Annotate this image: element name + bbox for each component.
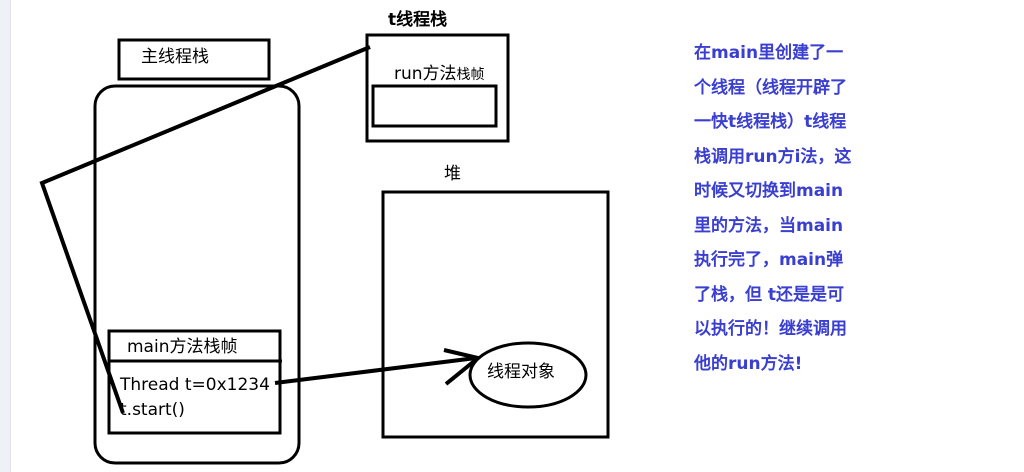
left-edge-strip (0, 0, 11, 472)
note-line: 里的方法，当main (694, 215, 844, 236)
main-frame-label: main方法栈帧 (127, 337, 238, 357)
code-line-thread: Thread t=0x1234 (120, 375, 270, 395)
thread-object-ellipse (468, 341, 588, 409)
note-line: 了栈，但 t还是是可 (694, 284, 845, 305)
t-thread-stack (365, 33, 510, 143)
note-line: 他的run方法! (694, 353, 803, 374)
heap-box (381, 190, 610, 439)
heap-label: 堆 (444, 164, 461, 184)
t-stack-title: t线程栈 (388, 10, 448, 30)
note-line: 时候又切换到main (694, 181, 844, 201)
reference-arrow (274, 356, 477, 385)
explanation-note: 在main里创建了一 个线程（线程开辟了 一快t线程栈）t线程 栈调用run方i… (694, 36, 874, 381)
reference-arrow-head (443, 348, 483, 386)
start-to-t-stack-line (39, 45, 371, 414)
note-line: 一快t线程栈）t线程 (694, 112, 847, 132)
note-line: 以执行的！继续调用 (694, 319, 847, 339)
note-line: 在main里创建了一 (694, 43, 844, 63)
thread-object-label: 线程对象 (487, 362, 555, 382)
run-method-frame (371, 84, 498, 128)
main-thread-stack (93, 84, 301, 465)
main-stack-label-box (117, 38, 271, 81)
run-frame-label: run方法栈帧 (394, 66, 485, 83)
main-stack-label: 主线程栈 (141, 47, 209, 67)
run-frame-label-main: run方法 (394, 64, 457, 84)
run-frame-label-small: 栈帧 (456, 67, 485, 83)
note-line: 栈调用run方i法，这 (694, 146, 852, 167)
note-line: 个线程（线程开辟了 (694, 77, 847, 98)
code-line-start: t.start() (120, 400, 185, 420)
note-line: 执行完了，main弹 (694, 250, 844, 270)
